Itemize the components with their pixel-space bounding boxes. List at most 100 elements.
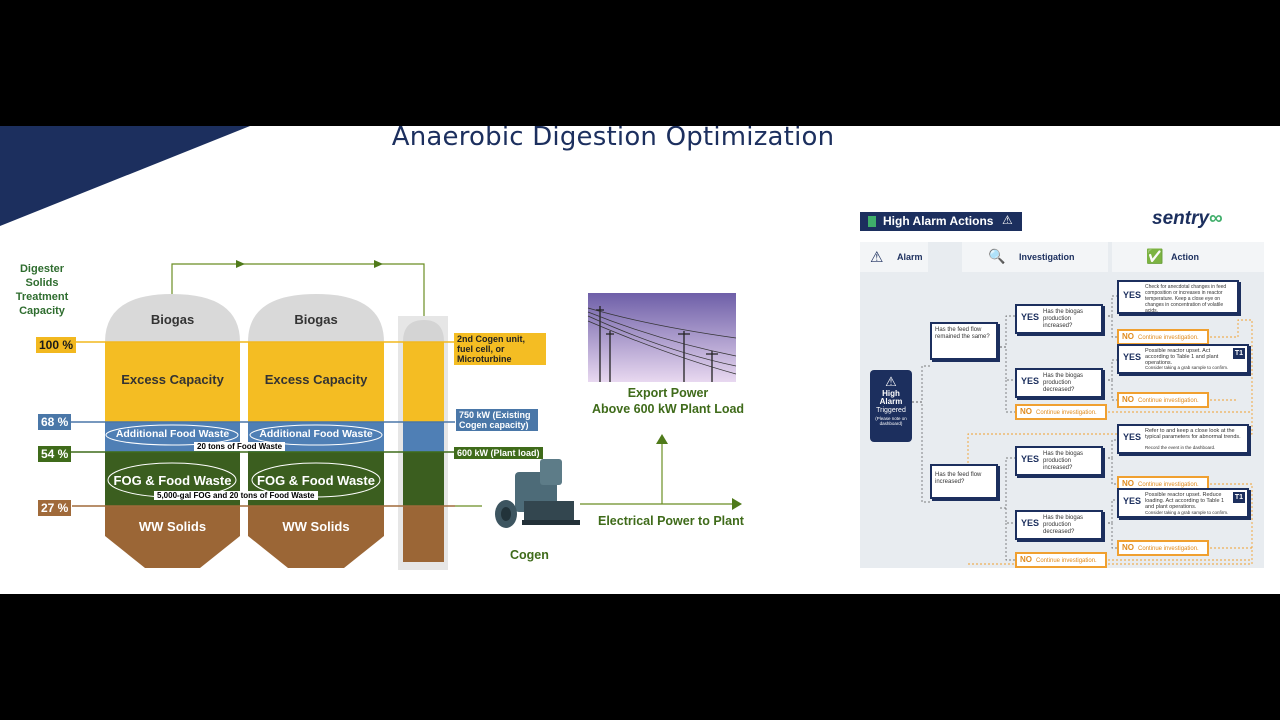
alarm-icon: ⚠ bbox=[870, 249, 884, 266]
continue-text: Continue investigation. bbox=[1036, 410, 1097, 416]
action-1-text: Check for anecdotal changes in feed comp… bbox=[1145, 284, 1227, 314]
warning-icon: ⚠ bbox=[1002, 213, 1013, 227]
capacity-label: Digester Solids Treatment Capacity bbox=[15, 263, 69, 317]
no-label: NO bbox=[1020, 555, 1032, 564]
alarm-note: (Please note on dashboard) bbox=[875, 416, 907, 426]
continue-text: Continue investigation. bbox=[1036, 558, 1097, 564]
kw750-tag: 750 kW (Existing Cogen capacity) bbox=[456, 409, 538, 431]
col-investigation-label: Investigation bbox=[1019, 252, 1075, 262]
fog-note: 5,000-gal FOG and 20 tons of Food Waste bbox=[154, 491, 318, 500]
action-4-note: Consider taking a grab sample to confirm… bbox=[1145, 510, 1229, 515]
table1-badge: T1 bbox=[1233, 348, 1245, 359]
digester-diagram bbox=[70, 260, 742, 570]
brand-logo: sentry∞ bbox=[1152, 208, 1223, 230]
tank-1-biogas: Biogas bbox=[150, 312, 195, 327]
question-feed-increased: Has the feed flow increased? bbox=[930, 464, 998, 499]
biogas-increased-text: Has the biogas production increased? bbox=[1043, 309, 1084, 329]
flowchart-header: High Alarm Actions ⚠ bbox=[860, 212, 1022, 231]
tank-3 bbox=[398, 316, 448, 570]
transmission-lines-image bbox=[587, 293, 737, 382]
biogas-increased-1: YES Has the biogas production increased? bbox=[1015, 304, 1103, 334]
alarm-line3: Triggered bbox=[876, 407, 906, 414]
table1-badge: T1 bbox=[1233, 492, 1245, 503]
col-investigation: 🔍 Investigation bbox=[962, 242, 1108, 272]
no-label: NO bbox=[1122, 543, 1134, 552]
continue-text: Continue investigation. bbox=[1138, 546, 1199, 552]
alarm-line1: High bbox=[882, 389, 900, 398]
action-2-note: Consider taking a grab sample to confirm… bbox=[1145, 365, 1229, 370]
infinity-icon: ∞ bbox=[1209, 208, 1223, 229]
level-100-label: 100 % bbox=[36, 337, 77, 353]
question-feed-same: Has the feed flow remained the same? bbox=[930, 322, 998, 360]
col-alarm-label: Alarm bbox=[897, 252, 923, 262]
tank-1 bbox=[105, 294, 240, 568]
tank-2-solids: WW Solids bbox=[282, 519, 350, 534]
brand-name: sentry bbox=[1152, 208, 1210, 229]
level-54-label: 54 % bbox=[38, 446, 72, 462]
no-box-2: NO Continue investigation. bbox=[1015, 552, 1107, 568]
tank-1-additional: Additional Food Waste bbox=[115, 428, 230, 440]
action-4-text: Possible reactor upset. Reduce loading. … bbox=[1145, 492, 1225, 510]
col-action: ✅ Action bbox=[1112, 242, 1264, 272]
no-label: NO bbox=[1020, 407, 1032, 416]
yes-label: YES bbox=[1021, 518, 1040, 528]
no-box-4: NO Continue investigation. bbox=[1117, 392, 1209, 408]
cogen-image bbox=[495, 459, 580, 528]
slide: Anaerobic Digestion Optimization bbox=[0, 126, 1280, 594]
biogas-decreased-2: YES Has the biogas production decreased? bbox=[1015, 510, 1103, 540]
tank-2-additional: Additional Food Waste bbox=[259, 428, 373, 440]
tank-2-biogas: Biogas bbox=[294, 312, 338, 327]
no-box-1: NO Continue investigation. bbox=[1015, 404, 1107, 420]
no-label: NO bbox=[1122, 332, 1134, 341]
no-box-6: NO Continue investigation. bbox=[1117, 540, 1209, 556]
level-27-label: 27 % bbox=[38, 500, 72, 516]
yes-label: YES bbox=[1021, 312, 1040, 322]
flowchart-title: High Alarm Actions bbox=[883, 214, 994, 228]
tank-2-excess: Excess Capacity bbox=[264, 372, 368, 387]
kw600-tag: 600 kW (Plant load) bbox=[454, 447, 543, 459]
food-waste-note: 20 tons of Food Waste bbox=[194, 442, 286, 451]
header-bar-icon bbox=[868, 216, 876, 227]
tank-2-fog: FOG & Food Waste bbox=[257, 473, 375, 488]
action-box-1: YES Check for anecdotal changes in feed … bbox=[1117, 280, 1239, 314]
action-3-text: Refer to and keep a close look at the ty… bbox=[1145, 428, 1241, 440]
no-label: NO bbox=[1122, 479, 1134, 488]
continue-text: Continue investigation. bbox=[1138, 398, 1199, 404]
biogas-increased-2: YES Has the biogas production increased? bbox=[1015, 446, 1103, 476]
export-power-label: Export Power bbox=[627, 386, 709, 400]
action-2-text: Possible reactor upset. Act according to… bbox=[1145, 348, 1219, 366]
action-box-3: YES Refer to and keep a close look at th… bbox=[1117, 424, 1249, 454]
yes-label: YES bbox=[1123, 290, 1142, 300]
page-title: Anaerobic Digestion Optimization bbox=[391, 126, 835, 152]
continue-text: Continue investigation. bbox=[1138, 482, 1199, 488]
action-3-note: Record the event in the dashboard. bbox=[1145, 445, 1216, 450]
electrical-power-label: Electrical Power to Plant bbox=[598, 514, 744, 528]
tank-2 bbox=[248, 294, 384, 568]
action-box-4: YES Possible reactor upset. Reduce loadi… bbox=[1117, 488, 1249, 518]
export-power-sub: Above 600 kW Plant Load bbox=[591, 402, 745, 416]
high-alarm-box: ⚠ High Alarm Triggered (Please note on d… bbox=[870, 370, 912, 442]
biogas-decreased-text: Has the biogas production decreased? bbox=[1043, 515, 1084, 535]
cogen-label: Cogen bbox=[510, 548, 549, 562]
no-label: NO bbox=[1122, 395, 1134, 404]
yes-label: YES bbox=[1123, 352, 1142, 362]
level-68-label: 68 % bbox=[38, 414, 72, 430]
yes-label: YES bbox=[1123, 432, 1142, 442]
cogen2-tag: 2nd Cogen unit, fuel cell, or Microturbi… bbox=[454, 333, 546, 365]
col-action-label: Action bbox=[1171, 252, 1199, 262]
biogas-decreased-text: Has the biogas production decreased? bbox=[1043, 373, 1084, 393]
tank-1-fog: FOG & Food Waste bbox=[113, 473, 232, 488]
biogas-decreased-1: YES Has the biogas production decreased? bbox=[1015, 368, 1103, 398]
tank-1-excess: Excess Capacity bbox=[121, 372, 224, 387]
alarm-flowchart: High Alarm Actions ⚠ sentry∞ ⚠ Alarm 🔍 I… bbox=[860, 208, 1264, 568]
clipboard-icon: ✅ bbox=[1146, 248, 1164, 264]
yes-label: YES bbox=[1021, 376, 1040, 386]
biogas-increased-text: Has the biogas production increased? bbox=[1043, 451, 1084, 471]
tank-1-solids: WW Solids bbox=[138, 519, 207, 534]
alarm-line2: Alarm bbox=[879, 397, 903, 406]
yes-label: YES bbox=[1021, 454, 1040, 464]
corner-decoration bbox=[0, 126, 250, 226]
magnifier-icon: 🔍 bbox=[988, 248, 1006, 264]
action-box-2: YES Possible reactor upset. Act accordin… bbox=[1117, 344, 1249, 374]
